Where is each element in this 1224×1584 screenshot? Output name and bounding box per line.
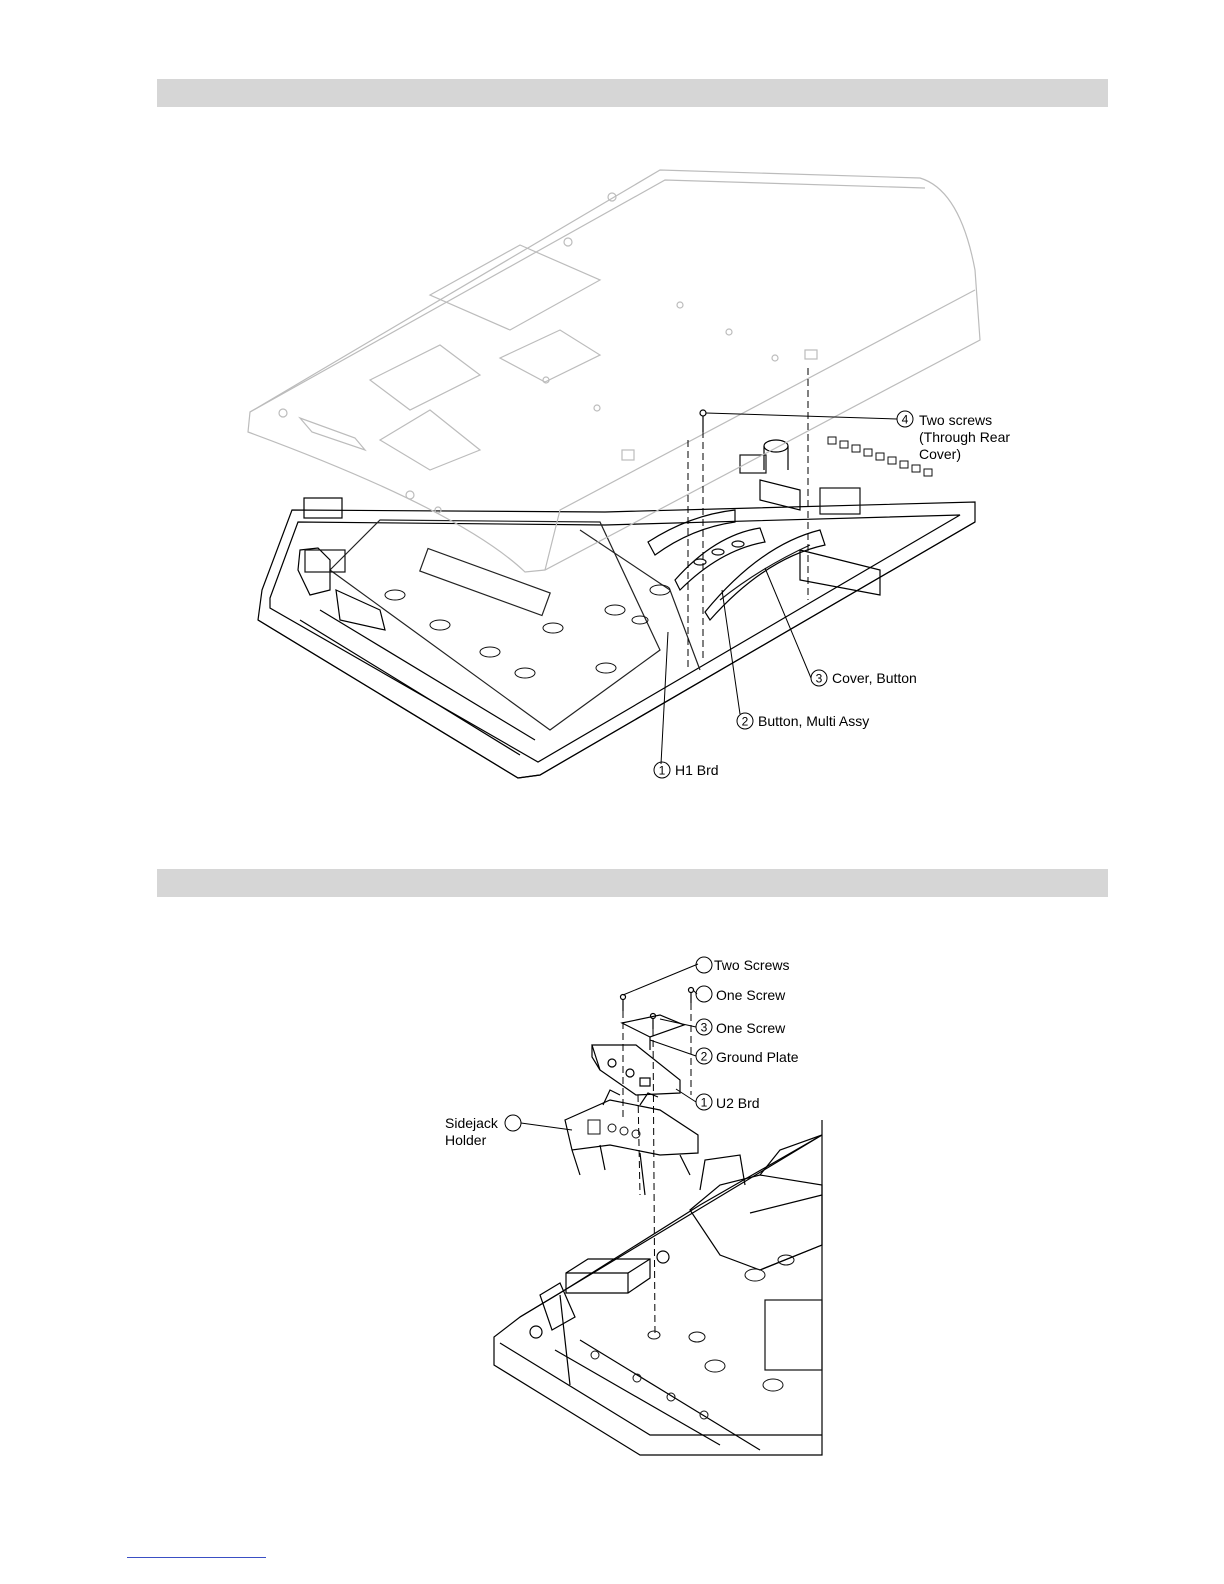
callout-number-1: 1 — [659, 764, 666, 778]
footer-link-underline[interactable] — [127, 1557, 266, 1558]
h1-board-part — [648, 510, 735, 555]
callout-number-2: 2 — [701, 1050, 708, 1064]
callout-label-two-screws: Two Screws — [714, 957, 789, 973]
callout-label-one-screw-a: One Screw — [716, 987, 786, 1003]
callout-label-cover-button: Cover, Button — [832, 670, 917, 686]
u2-board-part — [592, 1045, 680, 1095]
screw-icon — [621, 988, 694, 1030]
callout-label-cover: Cover) — [919, 446, 961, 462]
callout-label-ground-plate: Ground Plate — [716, 1049, 799, 1065]
callout-label-u2-brd: U2 Brd — [716, 1095, 760, 1111]
chassis-corner — [494, 1120, 822, 1455]
exploded-diagram-h1-board: 4 3 2 1 Two screws (Through Rear Cover) … — [0, 150, 1224, 790]
exploded-diagram-u2-board: 3 2 1 Two Screws One Screw One Screw Gro… — [0, 945, 1224, 1465]
callout-label-holder: Holder — [445, 1132, 487, 1148]
section-header-bar-2 — [157, 869, 1108, 897]
callout-number-1: 1 — [701, 1096, 708, 1110]
callout-label-button-multi-assy: Button, Multi Assy — [758, 713, 869, 729]
section-header-bar-1 — [157, 79, 1108, 107]
callout-number-2: 2 — [742, 715, 749, 729]
screw-icon — [700, 410, 706, 432]
callout-number-4: 4 — [902, 413, 909, 427]
callout-label-two-screws: Two screws — [919, 412, 992, 428]
callout-label-through-rear: (Through Rear — [919, 429, 1010, 445]
callout-label-sidejack: Sidejack — [445, 1115, 499, 1131]
callout-label-h1-brd: H1 Brd — [675, 762, 719, 778]
callout-label-one-screw-b: One Screw — [716, 1020, 786, 1036]
sidejack-holder-part — [565, 1090, 698, 1195]
callout-number-3: 3 — [816, 672, 823, 686]
callout-number-3: 3 — [701, 1021, 708, 1035]
cover-button-part — [705, 530, 825, 620]
